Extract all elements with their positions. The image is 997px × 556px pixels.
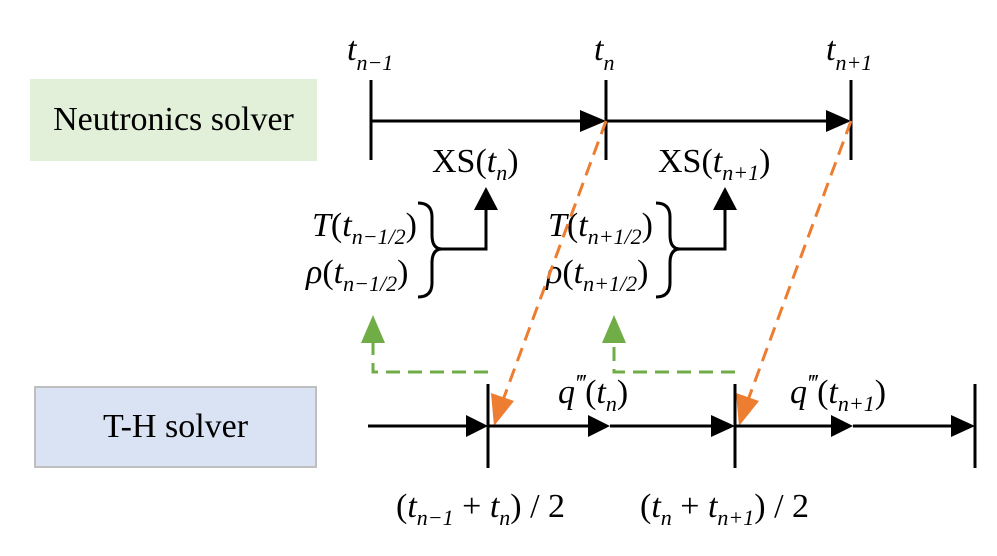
neutronics-timeline (369, 80, 853, 160)
xs-label-tn1: XS(tn+1) (658, 143, 770, 185)
neutronics-arrowhead-1 (580, 110, 606, 132)
orange-arrowhead-2 (736, 393, 759, 426)
th-solver-label: T-H solver (102, 408, 249, 445)
th-arrowhead-4 (951, 415, 975, 437)
power-density-label-2: q‴(tn+1) (790, 371, 886, 416)
green-arrowhead-left (361, 315, 385, 343)
th-arrowhead-1 (588, 415, 610, 437)
th-arrowhead-0 (466, 415, 488, 437)
density-label-right: ρ(tn+1/2) (545, 254, 648, 296)
connector-left (442, 210, 488, 251)
green-feedback-right (602, 315, 735, 374)
neutronics-arrowhead-2 (826, 110, 851, 132)
xs-label-tn: XS(tn) (432, 143, 519, 185)
neutronics-solver-label: Neutronics solver (53, 101, 294, 138)
green-feedback-left (361, 315, 488, 374)
time-label-curr: tn (594, 31, 614, 75)
midpoint-label-2: (tn + tn+1) / 2 (640, 488, 809, 530)
time-label-next: tn+1 (826, 31, 872, 75)
temperature-label-right: T(tn+1/2) (548, 207, 653, 249)
brace-left (417, 201, 443, 299)
time-label-prev: tn−1 (347, 31, 393, 75)
midpoint-label-1: (tn−1 + tn) / 2 (396, 488, 565, 530)
neutronics-solver-box: Neutronics solver (30, 79, 317, 161)
orange-arrowhead-1 (491, 393, 514, 426)
th-arrowhead-3 (831, 415, 853, 437)
power-density-label-1: q‴(tn) (558, 371, 628, 416)
density-label-left: ρ(tn−1/2) (305, 254, 408, 296)
temperature-label-left: T(tn−1/2) (312, 207, 417, 249)
connector-left-arrowhead (474, 187, 498, 210)
th-timeline (368, 384, 977, 468)
orange-coupling-1 (491, 120, 608, 426)
green-arrowhead-right (602, 315, 626, 343)
connector-right (680, 210, 727, 251)
orange-coupling-2 (736, 120, 853, 426)
th-arrowhead-2 (711, 415, 735, 437)
th-solver-box: T-H solver (34, 386, 317, 468)
connector-right-arrowhead (713, 187, 737, 210)
brace-right (655, 201, 681, 299)
